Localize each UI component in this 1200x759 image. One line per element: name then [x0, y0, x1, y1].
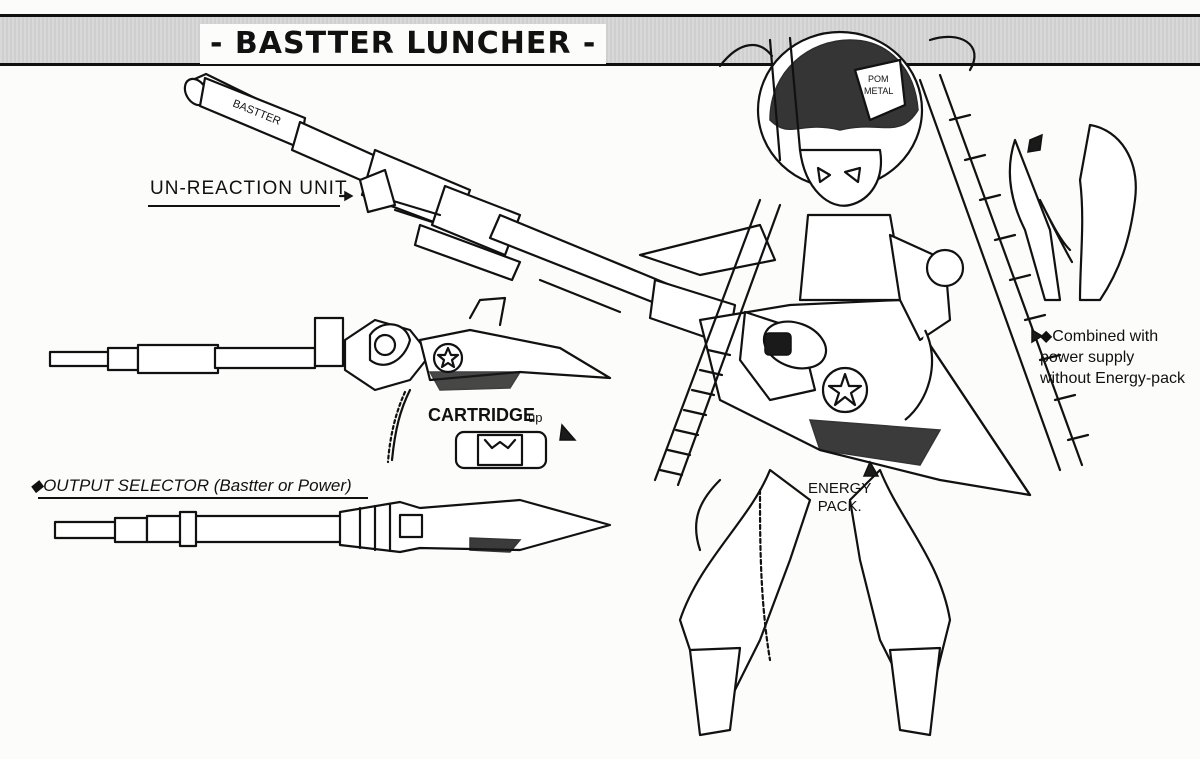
output-selector-label: ◆OUTPUT SELECTOR (Bastter or Power): [30, 476, 352, 495]
character-figure-drawing: POM METAL: [638, 30, 976, 737]
energy-pack-line2: PACK.: [817, 498, 862, 515]
un-reaction-underline: [148, 205, 340, 207]
energy-pack-line1: ENERGY: [808, 480, 872, 497]
side-view-weapon-drawing: [48, 296, 612, 464]
combined-note-line3: without Energy-pack: [1040, 370, 1185, 387]
un-reaction-unit-label: UN-REACTION UNIT: [150, 178, 348, 199]
backpack-ladders-drawing: [653, 36, 1090, 487]
energy-pack-pointer-icon: [862, 460, 880, 477]
combined-note-label: ◆Combined with power supply without Ener…: [1040, 326, 1185, 389]
combined-note-line2: power supply: [1040, 349, 1135, 366]
svg-text:POM: POM: [868, 74, 889, 84]
side-sketch-hand-drawing: [1008, 123, 1137, 344]
output-selector-weapon-drawing: [53, 498, 612, 554]
top-rifle-drawing: BASTTER: [183, 72, 1032, 497]
combined-note-line1: ◆Combined with: [1040, 328, 1159, 345]
svg-text:METAL: METAL: [864, 86, 893, 96]
output-selector-underline: [38, 497, 368, 499]
page-title: - BASTTER LUNCHER -: [200, 24, 607, 64]
energy-pack-label: ENERGY PACK.: [808, 480, 871, 516]
cartridge-up-label: up: [528, 410, 543, 425]
cartridge-drawing: [454, 423, 577, 470]
cartridge-label: CARTRIDGE: [428, 405, 535, 425]
helmet-logo: POM METAL: [864, 74, 893, 96]
